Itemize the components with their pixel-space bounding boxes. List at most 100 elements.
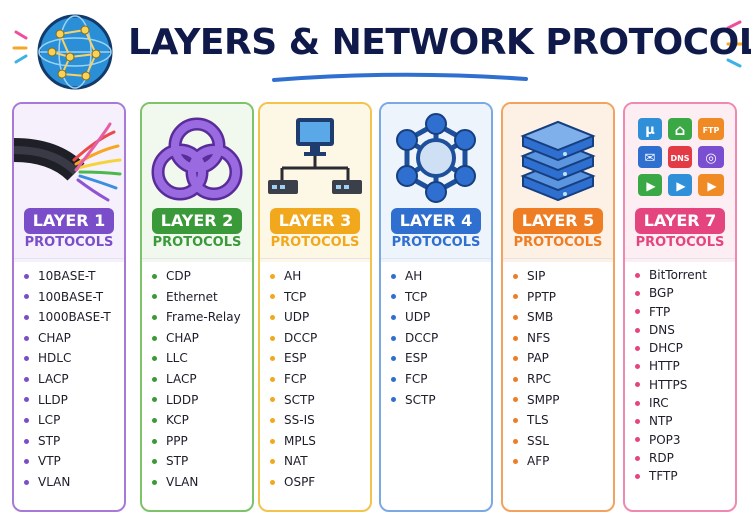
layer-5-column: LAYER 5 PROTOCOLS SIP PPTP SMB NFS PAP R… [501, 102, 615, 512]
list-item: AFP [513, 451, 613, 472]
cable-icon [14, 122, 122, 202]
app-grid-icon: µ ⌂ FTP ✉ DNS ◎ ▶ ▶ ▶ [638, 118, 724, 196]
divider [503, 258, 613, 259]
network-switch-icon [268, 118, 362, 194]
layer-1-column: LAYER 1 PROTOCOLS 10BASE-T 100BASE-T 100… [12, 102, 126, 512]
layer-badge: LAYER 3 [270, 208, 360, 234]
layer-badge: LAYER 2 [152, 208, 242, 234]
list-item: AH [391, 266, 491, 287]
list-item: SIP [513, 266, 613, 287]
list-item: LLC [152, 348, 252, 369]
globe-icon: ◎ [705, 151, 716, 166]
list-item: ESP [391, 348, 491, 369]
list-item: LLDP [24, 390, 124, 411]
list-item: CDP [152, 266, 252, 287]
protocols-subtitle: PROTOCOLS [391, 235, 481, 250]
protocols-subtitle: PROTOCOLS [24, 235, 114, 250]
list-item: 10BASE-T [24, 266, 124, 287]
protocol-list: AH TCP UDP DCCP ESP FCP SCTP SS-IS MPLS … [270, 266, 370, 493]
list-item: DHCP [635, 339, 735, 357]
layer-4-header: LAYER 4 PROTOCOLS [381, 104, 491, 262]
layer-4-column: LAYER 4 PROTOCOLS AH TCP UDP DCCP ESP FC… [379, 102, 493, 512]
divider [142, 258, 252, 259]
header: LAYERS & NETWORK PROTOCOLS [0, 0, 751, 100]
list-item: HTTP [635, 357, 735, 375]
list-item: SMPP [513, 390, 613, 411]
list-item: LACP [24, 369, 124, 390]
layer-badge: LAYER 1 [24, 208, 114, 234]
list-item: DCCP [270, 328, 370, 349]
list-item: SSL [513, 431, 613, 452]
layer-5-header: LAYER 5 PROTOCOLS [503, 104, 613, 262]
play-icon: ▶ [707, 179, 717, 193]
list-item: LACP [152, 369, 252, 390]
server-stack-icon [520, 120, 596, 202]
list-item: TCP [391, 287, 491, 308]
layer-badge: LAYER 7 [635, 208, 725, 234]
list-item: VLAN [24, 472, 124, 493]
layer-2-column: LAYER 2 PROTOCOLS CDP Ethernet Frame-Rel… [140, 102, 254, 512]
protocol-list: 10BASE-T 100BASE-T 1000BASE-T CHAP HDLC … [24, 266, 124, 493]
layer-badge: LAYER 5 [513, 208, 603, 234]
list-item: RDP [635, 449, 735, 467]
list-item: RPC [513, 369, 613, 390]
play-icon: ▶ [676, 179, 686, 193]
mail-icon: ✉ [645, 151, 656, 166]
globe-network-icon [37, 14, 113, 90]
list-item: FCP [391, 369, 491, 390]
node-graph-icon [396, 113, 476, 203]
list-item: SMB [513, 307, 613, 328]
ftp-icon: FTP [703, 126, 720, 135]
list-item: STP [24, 431, 124, 452]
layer-badge: LAYER 4 [391, 208, 481, 234]
list-item: STP [152, 451, 252, 472]
list-item: SCTP [391, 390, 491, 411]
sparkle-icon [726, 20, 746, 68]
protocol-list: BitTorrent BGP FTP DNS DHCP HTTP HTTPS I… [635, 266, 735, 486]
list-item: LDDP [152, 390, 252, 411]
divider [14, 258, 124, 259]
sparkle-icon [12, 30, 28, 64]
list-item: LCP [24, 410, 124, 431]
protocol-list: AH TCP UDP DCCP ESP FCP SCTP [391, 266, 491, 410]
list-item: SS-IS [270, 410, 370, 431]
list-item: BGP [635, 284, 735, 302]
play-icon: ▶ [646, 179, 656, 193]
layer-3-header: LAYER 3 PROTOCOLS [260, 104, 370, 262]
list-item: PPP [152, 431, 252, 452]
list-item: MPLS [270, 431, 370, 452]
page-title: LAYERS & NETWORK PROTOCOLS [128, 22, 751, 63]
list-item: ESP [270, 348, 370, 369]
layer-3-column: LAYER 3 PROTOCOLS AH TCP UDP DCCP ESP FC… [258, 102, 372, 512]
list-item: TLS [513, 410, 613, 431]
list-item: UDP [391, 307, 491, 328]
list-item: UDP [270, 307, 370, 328]
list-item: DNS [635, 321, 735, 339]
list-item: NTP [635, 412, 735, 430]
list-item: TCP [270, 287, 370, 308]
knot-icon [151, 117, 243, 201]
list-item: Ethernet [152, 287, 252, 308]
list-item: TFTP [635, 467, 735, 485]
list-item: CHAP [24, 328, 124, 349]
utorrent-icon: µ [645, 123, 655, 138]
list-item: KCP [152, 410, 252, 431]
list-item: Frame-Relay [152, 307, 252, 328]
list-item: AH [270, 266, 370, 287]
layer-7-header: µ ⌂ FTP ✉ DNS ◎ ▶ ▶ ▶ LAYER 7 PROTOCOLS [625, 104, 735, 262]
list-item: 100BASE-T [24, 287, 124, 308]
list-item: PPTP [513, 287, 613, 308]
layer-1-header: LAYER 1 PROTOCOLS [14, 104, 124, 262]
list-item: IRC [635, 394, 735, 412]
protocols-subtitle: PROTOCOLS [270, 235, 360, 250]
list-item: VTP [24, 451, 124, 472]
protocols-subtitle: PROTOCOLS [635, 235, 725, 250]
list-item: CHAP [152, 328, 252, 349]
protocol-list: CDP Ethernet Frame-Relay CHAP LLC LACP L… [152, 266, 252, 493]
list-item: VLAN [152, 472, 252, 493]
title-underline [272, 72, 528, 82]
home-icon: ⌂ [675, 121, 686, 139]
protocol-list: SIP PPTP SMB NFS PAP RPC SMPP TLS SSL AF… [513, 266, 613, 472]
divider [381, 258, 491, 259]
list-item: FCP [270, 369, 370, 390]
